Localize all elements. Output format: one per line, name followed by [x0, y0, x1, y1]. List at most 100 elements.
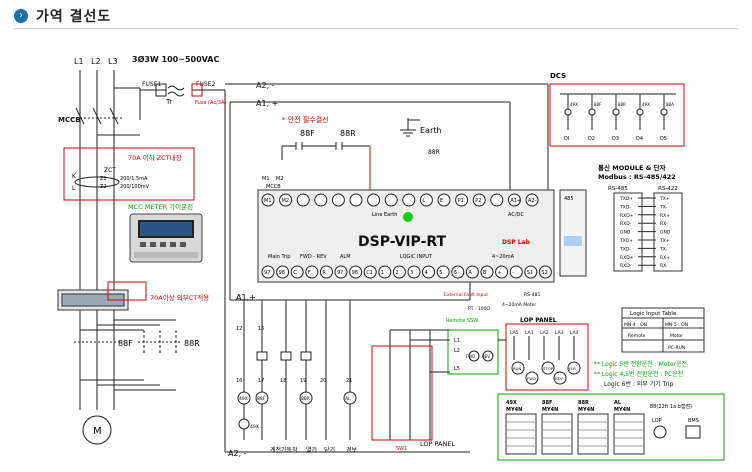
lop-lamp [567, 361, 581, 375]
func-open: 열기 [306, 446, 317, 454]
relay-extra: 88(22ft 1a b접점) [650, 403, 692, 410]
top-terminal-label: M2 [282, 198, 290, 204]
line-l3-label: L3 [108, 57, 118, 66]
contact-number: 15 [258, 326, 264, 332]
contact-number: 17 [258, 378, 264, 384]
comm-left-pin: RXD+ [620, 255, 634, 261]
lop-terminal-label: LA3 [555, 330, 564, 336]
ct-note: 70A이상 외부CT적용 [150, 293, 209, 302]
dcs-contact [564, 108, 572, 116]
dsp-lab-label: DSP Lab [502, 239, 531, 246]
lop-lamp [525, 371, 539, 385]
top-terminal-label: L [422, 198, 425, 204]
relay-col-name: 49X [506, 400, 517, 406]
top-terminal [507, 193, 521, 207]
m1-label: M1 [262, 176, 270, 182]
transformer [155, 83, 203, 97]
lop-terminal-label: LA2 [540, 330, 549, 336]
dcs-item-label: D5 [660, 136, 667, 142]
bottom-terminal-label: 4 [425, 270, 428, 276]
dcs-contact [636, 108, 644, 116]
top-terminal [472, 193, 486, 207]
remote-label: Remote SSW [446, 318, 478, 324]
page-title: 가역 결선도 [36, 9, 112, 25]
relay-col-model: MY4N [578, 407, 594, 413]
contact-number: 20 [320, 378, 326, 384]
sw1-label: SW1 [396, 446, 407, 452]
bottom-terminal [451, 265, 465, 279]
lop-terminal-label: LA5 [510, 330, 519, 336]
comm-module: 통신 MODULE & 단자 Modbus : RS-485/422 RS-48… [598, 163, 683, 272]
top-terminal [402, 193, 416, 207]
fault-input-label: External Fault Input [444, 292, 488, 298]
bottom-terminal [392, 265, 406, 279]
dcs-item-label: D4 [636, 136, 643, 142]
dcs-item-label: DI [564, 136, 569, 142]
relay-col-box [577, 413, 609, 455]
top-terminal [349, 193, 363, 207]
fwd-rev-label: FWD - REV [300, 254, 327, 260]
external-labels: External Fault Input PT - 100Ω 4~20mA Me… [444, 292, 540, 312]
bottom-terminal [465, 265, 479, 279]
dcs-item-label: D3 [612, 136, 619, 142]
bottom-terminal [509, 265, 523, 279]
bottom-terminal-label: S2 [541, 270, 547, 276]
lop-lamp [511, 361, 525, 375]
m2-label: M2 [276, 176, 284, 182]
bottom-terminal-label: S1 [527, 270, 533, 276]
indicator-lamp [237, 391, 251, 405]
dcs-relay-label: 49X [570, 102, 578, 107]
bottom-terminal-label: C [293, 270, 297, 276]
lop-lamp-label: FWD [527, 376, 536, 381]
relay-col-box [541, 413, 573, 455]
lop-lamp [553, 371, 567, 385]
header-divider [14, 28, 738, 29]
contactor-88f-label: 88F [118, 339, 133, 348]
rs-label: RS-485 [524, 292, 540, 298]
contact-number: 12 [236, 326, 242, 332]
remote-l2: L2 [454, 348, 460, 354]
bottom-terminal [407, 265, 421, 279]
zct-l: L [72, 185, 76, 192]
top-terminal [296, 193, 310, 207]
relay-col-name: AL [614, 400, 622, 406]
top-terminal [331, 193, 345, 207]
comm-left-pin: RXD- [620, 221, 632, 227]
logic-row1-a: MN-4 : ON [624, 322, 647, 328]
a1-label: A1, + [256, 99, 278, 108]
logic-row3-b: PC-RUN [668, 345, 685, 351]
mccb2-label: MCCB [266, 184, 281, 190]
relay-col-model: MY4N [542, 407, 558, 413]
bottom-terminal-label: 98 [352, 270, 358, 276]
comm-left-pin: TXD+ [619, 238, 633, 244]
comm-right-pin: TX+ [659, 238, 670, 244]
fuse-88r-label: 88R [428, 149, 440, 156]
logic-row2-b: Motor [670, 333, 683, 339]
dsp-device: DSP-VIP-RT MCCB M1 M2 Line Earth AC/DC M… [257, 176, 587, 283]
indicator-lamp-label: 88R [301, 396, 310, 402]
relay-lop: LOP [652, 418, 662, 424]
dcs-label: DCS [550, 72, 566, 80]
indicator-lamp-label: 88F [257, 396, 266, 402]
relay-col-model: MY4N [506, 407, 522, 413]
indicator-lamp [343, 391, 357, 405]
comm-subtitle: Modbus : RS-485/422 [598, 173, 676, 181]
lop-lamp-label: STOP [543, 366, 554, 371]
comm-right-pin: TX- [659, 246, 668, 252]
bottom-terminal-label: + [498, 270, 502, 276]
relay-88f-label: 88F [300, 129, 315, 138]
rs485-label: 485 [564, 196, 574, 202]
dcs-contact [588, 108, 596, 116]
dcs-contact [612, 108, 620, 116]
bottom-terminal [305, 265, 319, 279]
dcs-relay-label: 88F [594, 102, 602, 107]
bottom-terminal-label: A [468, 270, 472, 276]
bottom-terminal-label: F [308, 270, 311, 276]
earth-label: Earth [420, 126, 441, 135]
bottom-terminal [334, 265, 348, 279]
lop-panel-label: LOP PANEL [520, 317, 557, 324]
